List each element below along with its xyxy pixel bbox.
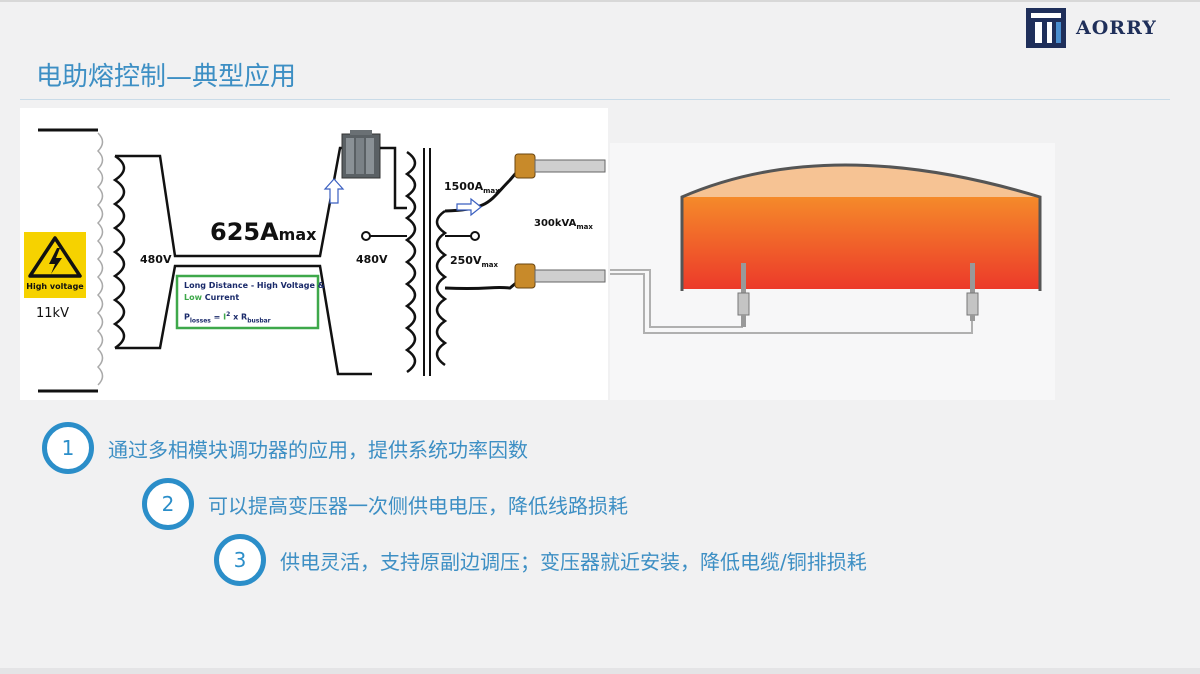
electrode-connector-bottom bbox=[514, 263, 606, 289]
lightning-warning-icon bbox=[28, 236, 82, 278]
primary-coil-left bbox=[96, 132, 104, 386]
point-2-text: 可以提高变压器一次侧供电电压，降低线路损耗 bbox=[208, 493, 628, 518]
electrode-left bbox=[737, 263, 750, 327]
secondary-coil-2 bbox=[435, 209, 448, 367]
supply-voltage-label: 11kV bbox=[36, 306, 69, 321]
formula-i-sup: 2 bbox=[226, 311, 231, 318]
power-rating-value: 300kVA bbox=[534, 218, 577, 229]
busbar-note-box bbox=[175, 274, 320, 330]
slide-title: 电助熔控制—典型应用 bbox=[36, 62, 297, 92]
warning-sign-label: High voltage bbox=[26, 282, 84, 291]
main-current-value: 625A bbox=[210, 218, 279, 246]
point-3-text: 供电灵活，支持原副边调压；变压器就近安装，降低电缆/铜排损耗 bbox=[280, 549, 867, 574]
tap-current-sub: max bbox=[483, 187, 500, 196]
furnace-crown bbox=[682, 165, 1040, 197]
tap-voltage-label: 250Vmax bbox=[450, 254, 498, 269]
power-rating-sub: max bbox=[576, 223, 593, 231]
electrode-connector-top bbox=[514, 153, 606, 179]
main-current-label: 625Amax bbox=[210, 218, 316, 246]
tap-voltage-sub: max bbox=[481, 261, 499, 270]
busbar-note-formula: Plosses = I2 x Rbusbar bbox=[184, 309, 318, 327]
tap-terminal-1 bbox=[361, 231, 371, 241]
formula-x-r: x R bbox=[230, 312, 248, 322]
point-1-number: 1 bbox=[42, 422, 94, 474]
point-1-text: 通过多相模块调功器的应用，提供系统功率因数 bbox=[108, 437, 528, 462]
formula-eq: = bbox=[210, 312, 224, 322]
busbar-note-current: Current bbox=[201, 293, 240, 302]
busbar-note-line2: Low Current bbox=[184, 292, 318, 304]
tap-voltage-value: 250V bbox=[450, 254, 482, 267]
secondary-voltage-label: 480V bbox=[356, 253, 388, 266]
primary-coil-2 bbox=[404, 150, 417, 374]
furnace-illustration bbox=[610, 163, 1042, 334]
point-3: 3 供电灵活，支持原副边调压；变压器就近安装，降低电缆/铜排损耗 bbox=[214, 534, 867, 586]
busbar-note-line1: Long Distance - High Voltage & bbox=[184, 281, 325, 290]
formula-r-sub: busbar bbox=[247, 317, 271, 325]
brand-name: AORRY bbox=[1076, 17, 1157, 39]
primary-voltage-label: 480V bbox=[140, 253, 172, 266]
bottom-bar bbox=[0, 668, 1200, 674]
tap-current-label: 1500Amax bbox=[444, 180, 500, 195]
point-3-number: 3 bbox=[214, 534, 266, 586]
up-arrow-icon bbox=[323, 178, 345, 204]
high-voltage-sign: High voltage bbox=[24, 232, 86, 298]
top-border bbox=[0, 0, 1200, 2]
right-arrow-icon bbox=[456, 197, 482, 217]
furnace-wall bbox=[680, 163, 1042, 291]
electrode-right bbox=[966, 263, 979, 321]
secondary-coil-1 bbox=[112, 154, 126, 350]
busbar-note: Long Distance - High Voltage & Low Curre… bbox=[184, 280, 325, 327]
formula-i: I bbox=[223, 312, 227, 322]
title-divider bbox=[20, 99, 1170, 100]
aorry-logo-icon bbox=[1026, 8, 1066, 48]
tap-terminal-2 bbox=[470, 231, 480, 241]
tap-current-value: 1500A bbox=[444, 180, 484, 193]
transformer-diagram: High voltage 11kV 480V 625Amax Long Dist… bbox=[20, 108, 608, 400]
point-2-number: 2 bbox=[142, 478, 194, 530]
point-1: 1 通过多相模块调功器的应用，提供系统功率因数 bbox=[42, 422, 528, 474]
formula-p: P bbox=[184, 312, 190, 322]
busbar-note-low: Low bbox=[184, 293, 202, 302]
point-2: 2 可以提高变压器一次侧供电电压，降低线路损耗 bbox=[142, 478, 628, 530]
formula-p-sub: losses bbox=[189, 317, 211, 325]
glass-furnace bbox=[610, 143, 1055, 400]
power-rating-label: 300kVAmax bbox=[534, 218, 593, 231]
furnace-melt bbox=[682, 197, 1040, 289]
main-current-sub: max bbox=[278, 225, 317, 244]
power-controller-icon bbox=[341, 130, 381, 179]
brand-logo: AORRY bbox=[1026, 8, 1157, 48]
transformer-diagram-svg bbox=[38, 128, 606, 393]
